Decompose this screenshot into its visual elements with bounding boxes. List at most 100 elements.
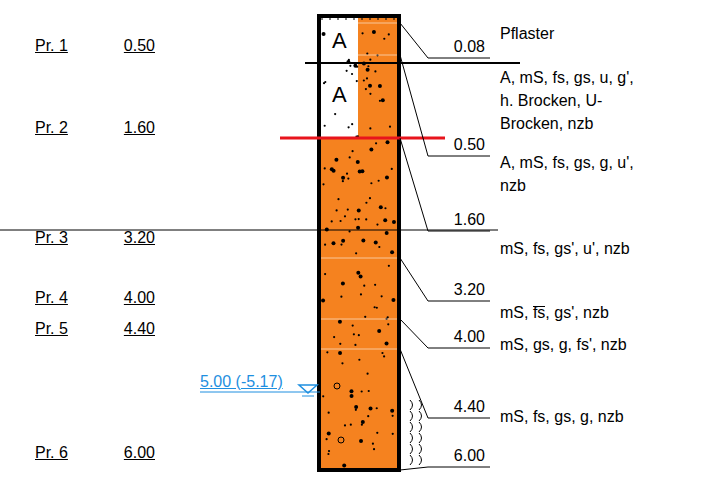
- grain-dot: [361, 420, 365, 424]
- grain-dot: [331, 220, 333, 222]
- grain-dot: [358, 169, 362, 173]
- grain-dot: [376, 432, 378, 434]
- sample-id: Pr. 1: [35, 37, 68, 55]
- grain-dot: [377, 329, 381, 333]
- grain-dot: [388, 265, 390, 267]
- grain-dot: [358, 334, 360, 336]
- grain-dot: [376, 407, 378, 409]
- grain-dot: [356, 226, 360, 230]
- grain-dot: [374, 306, 376, 308]
- grain-dot: [352, 325, 354, 327]
- grain-dot: [344, 215, 346, 217]
- layer-depth: 3.20: [454, 281, 485, 299]
- grain-dot: [344, 424, 346, 426]
- layer-boundaries: [320, 23, 398, 349]
- grain-dot: [378, 246, 380, 248]
- grain-dot: [341, 239, 345, 243]
- grain-dot: [339, 220, 341, 222]
- grain-dot: [337, 198, 339, 200]
- sample-depth: 4.40: [124, 320, 155, 338]
- grain-dot: [386, 140, 390, 144]
- wet-mark: [410, 444, 413, 454]
- sample-depth: 0.50: [124, 37, 155, 55]
- layer-description: mS, gs, g, fs', nzb: [500, 333, 650, 356]
- grain-dot: [338, 320, 342, 324]
- grain-dot: [361, 32, 363, 34]
- layer-depth: 6.00: [454, 447, 485, 465]
- grain-dot: [358, 218, 360, 220]
- sample-id: Pr. 5: [35, 320, 68, 338]
- grain-dot: [328, 450, 330, 452]
- grain-dot: [385, 176, 389, 180]
- layer-depth: 0.08: [454, 38, 485, 56]
- grain-dot: [392, 415, 394, 417]
- grain-dot: [384, 207, 386, 209]
- depth-leader: [400, 319, 490, 348]
- grain-dot: [333, 336, 335, 338]
- grain-dot: [351, 73, 353, 75]
- grain-dot: [369, 93, 371, 95]
- layer-depth: 1.60: [454, 211, 485, 229]
- grain-dot: [392, 433, 394, 435]
- depth-leader: [400, 258, 490, 301]
- sample-id: Pr. 4: [35, 289, 68, 307]
- grain-dot: [348, 230, 350, 232]
- grain-dot: [392, 220, 396, 224]
- grain-dot: [387, 323, 389, 325]
- layer-depth: 4.00: [454, 328, 485, 346]
- layer-depth: 4.40: [454, 398, 485, 416]
- grain-dot: [349, 65, 351, 67]
- wet-mark: [419, 411, 422, 421]
- overline-mark: [533, 306, 545, 307]
- grain-dot: [369, 197, 371, 199]
- grain-dot: [349, 389, 353, 393]
- grain-dot: [338, 351, 342, 355]
- grain-dot: [339, 343, 341, 345]
- grain-dot: [353, 64, 357, 68]
- layer-description: A, mS, fs, gs, g, u', nzb: [500, 151, 650, 197]
- grain-dot: [364, 316, 366, 318]
- grain-dot: [359, 439, 363, 443]
- water-level: 5.00 (-5.17): [200, 373, 283, 391]
- grain-dot: [374, 70, 376, 72]
- grain-dot: [355, 409, 357, 411]
- water-level-line: [200, 392, 320, 393]
- grain-dot: [359, 275, 363, 279]
- grain-dot: [357, 209, 361, 213]
- wet-mark: [419, 422, 422, 432]
- depth-leader: [400, 23, 490, 58]
- wet-symbol: [410, 400, 422, 465]
- grain-dot: [356, 160, 360, 164]
- grain-dot: [356, 66, 358, 68]
- grain-dot: [373, 448, 375, 450]
- grain-dot: [346, 173, 348, 175]
- grain-dot: [369, 148, 373, 152]
- grain-dot: [366, 68, 370, 72]
- grain-dot: [381, 295, 383, 297]
- grain-dot: [366, 77, 368, 79]
- wet-mark: [410, 433, 413, 443]
- fill-code: A: [332, 29, 347, 53]
- grain-dot: [360, 293, 362, 295]
- grain-dot: [354, 64, 356, 66]
- grain-dot: [378, 180, 380, 182]
- grain-dot: [376, 224, 378, 226]
- grain-dot: [379, 205, 383, 209]
- grain-dot: [385, 231, 389, 235]
- sample-depth: 3.20: [124, 229, 155, 247]
- gravel-symbol: [334, 383, 340, 389]
- grain-dot: [356, 271, 360, 275]
- grain-dot: [324, 125, 326, 127]
- gravel-symbol: [338, 437, 344, 443]
- grain-dot: [366, 53, 368, 55]
- layer-description: A, mS, fs, gs, u, g', h. Brocken, U-Broc…: [500, 66, 650, 135]
- grain-dot: [385, 342, 389, 346]
- grain-dot: [323, 82, 325, 84]
- grain-dot: [374, 241, 378, 245]
- wet-mark: [419, 444, 422, 454]
- layer-description: mS, fs, gs', u', nzb: [500, 237, 650, 260]
- grain-dot: [390, 250, 394, 254]
- water-level-symbol: [302, 396, 314, 397]
- grain-dot: [324, 244, 326, 246]
- grain-dot: [349, 156, 351, 158]
